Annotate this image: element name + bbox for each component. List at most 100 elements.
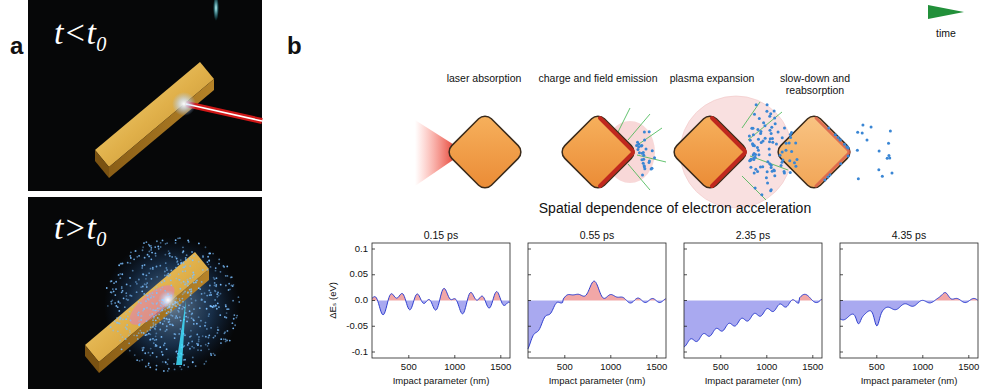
- particle: [184, 359, 186, 361]
- particle: [166, 312, 168, 314]
- particle: [110, 281, 112, 283]
- tick-mark: [610, 355, 611, 358]
- particle: [229, 288, 231, 290]
- particle: [120, 263, 122, 265]
- image-panel: t>t₀: [28, 197, 262, 389]
- particle: [184, 270, 186, 272]
- particle: [199, 288, 201, 290]
- particle: [753, 113, 756, 116]
- particle: [165, 243, 167, 245]
- tick-mark: [720, 355, 721, 358]
- particle: [172, 315, 174, 317]
- particle: [650, 168, 653, 171]
- particle: [826, 175, 829, 178]
- particle: [175, 317, 177, 319]
- particle: [146, 320, 148, 322]
- particle: [198, 316, 200, 318]
- particle: [138, 279, 140, 281]
- particle: [766, 182, 769, 185]
- tick-label-box: 1000: [444, 362, 465, 373]
- particle: [178, 311, 180, 313]
- particle: [170, 284, 172, 286]
- particle: [754, 186, 757, 189]
- particle: [178, 333, 180, 335]
- particle: [164, 275, 166, 277]
- particle: [187, 281, 189, 283]
- particle: [160, 246, 162, 248]
- particle: [153, 288, 155, 290]
- particle: [144, 257, 146, 259]
- particle: [159, 329, 161, 331]
- particle: [126, 328, 128, 330]
- particle: [168, 368, 170, 370]
- particle: [187, 285, 189, 287]
- particle: [769, 112, 772, 115]
- particle: [155, 319, 157, 321]
- particle: [150, 258, 152, 260]
- particle: [225, 275, 227, 277]
- line-plot: [684, 243, 822, 358]
- tick-label: 1000: [912, 362, 933, 373]
- particle: [141, 290, 143, 292]
- particle: [137, 338, 139, 340]
- particle: [207, 345, 209, 347]
- particle: [156, 286, 158, 288]
- particle: [640, 144, 643, 147]
- particle: [122, 290, 124, 292]
- particle: [153, 296, 155, 298]
- particle: [155, 314, 157, 316]
- particle: [140, 302, 142, 304]
- particle: [198, 336, 200, 338]
- particle: [179, 237, 181, 239]
- particle: [146, 334, 148, 336]
- particle: [196, 334, 198, 336]
- target-diamond: [774, 112, 853, 191]
- particle: [139, 323, 141, 325]
- particle: [157, 317, 159, 319]
- particle: [785, 142, 788, 145]
- particle: [176, 350, 178, 352]
- particle: [175, 278, 177, 280]
- particle: [152, 303, 154, 305]
- particle: [143, 242, 145, 244]
- particle: [191, 341, 193, 343]
- particle: [208, 313, 210, 315]
- particle: [205, 336, 207, 338]
- particle: [231, 322, 233, 324]
- particle: [766, 160, 769, 163]
- particle: [636, 148, 639, 151]
- particle: [160, 289, 162, 291]
- tick-mark: [454, 355, 455, 358]
- axis-title-box: Impact parameter (nm): [393, 376, 490, 387]
- tick-mark: [528, 352, 531, 353]
- particle: [208, 342, 210, 344]
- particle: [121, 287, 123, 289]
- particle: [133, 258, 135, 260]
- particle: [154, 328, 156, 330]
- tick-mark: [656, 355, 657, 358]
- particle: [168, 250, 170, 252]
- particle: [130, 320, 132, 322]
- particle: [193, 274, 195, 276]
- particle: [146, 330, 148, 332]
- particle: [152, 309, 154, 311]
- particle: [234, 324, 236, 326]
- particle: [175, 315, 177, 317]
- particle: [753, 144, 756, 147]
- laser-spot: [158, 290, 178, 310]
- particle: [756, 128, 759, 131]
- particle: [126, 324, 128, 326]
- particle: [214, 290, 216, 292]
- particle: [161, 286, 163, 288]
- particle: [201, 281, 203, 283]
- particle: [757, 149, 760, 152]
- tick-label: 500: [557, 362, 573, 373]
- particle: [757, 153, 760, 156]
- dark-panel: [28, 0, 262, 191]
- particle: [159, 265, 161, 267]
- particle: [645, 148, 648, 151]
- particle: [237, 296, 239, 298]
- particle: [119, 323, 121, 325]
- particle: [214, 354, 216, 356]
- particle: [192, 361, 194, 363]
